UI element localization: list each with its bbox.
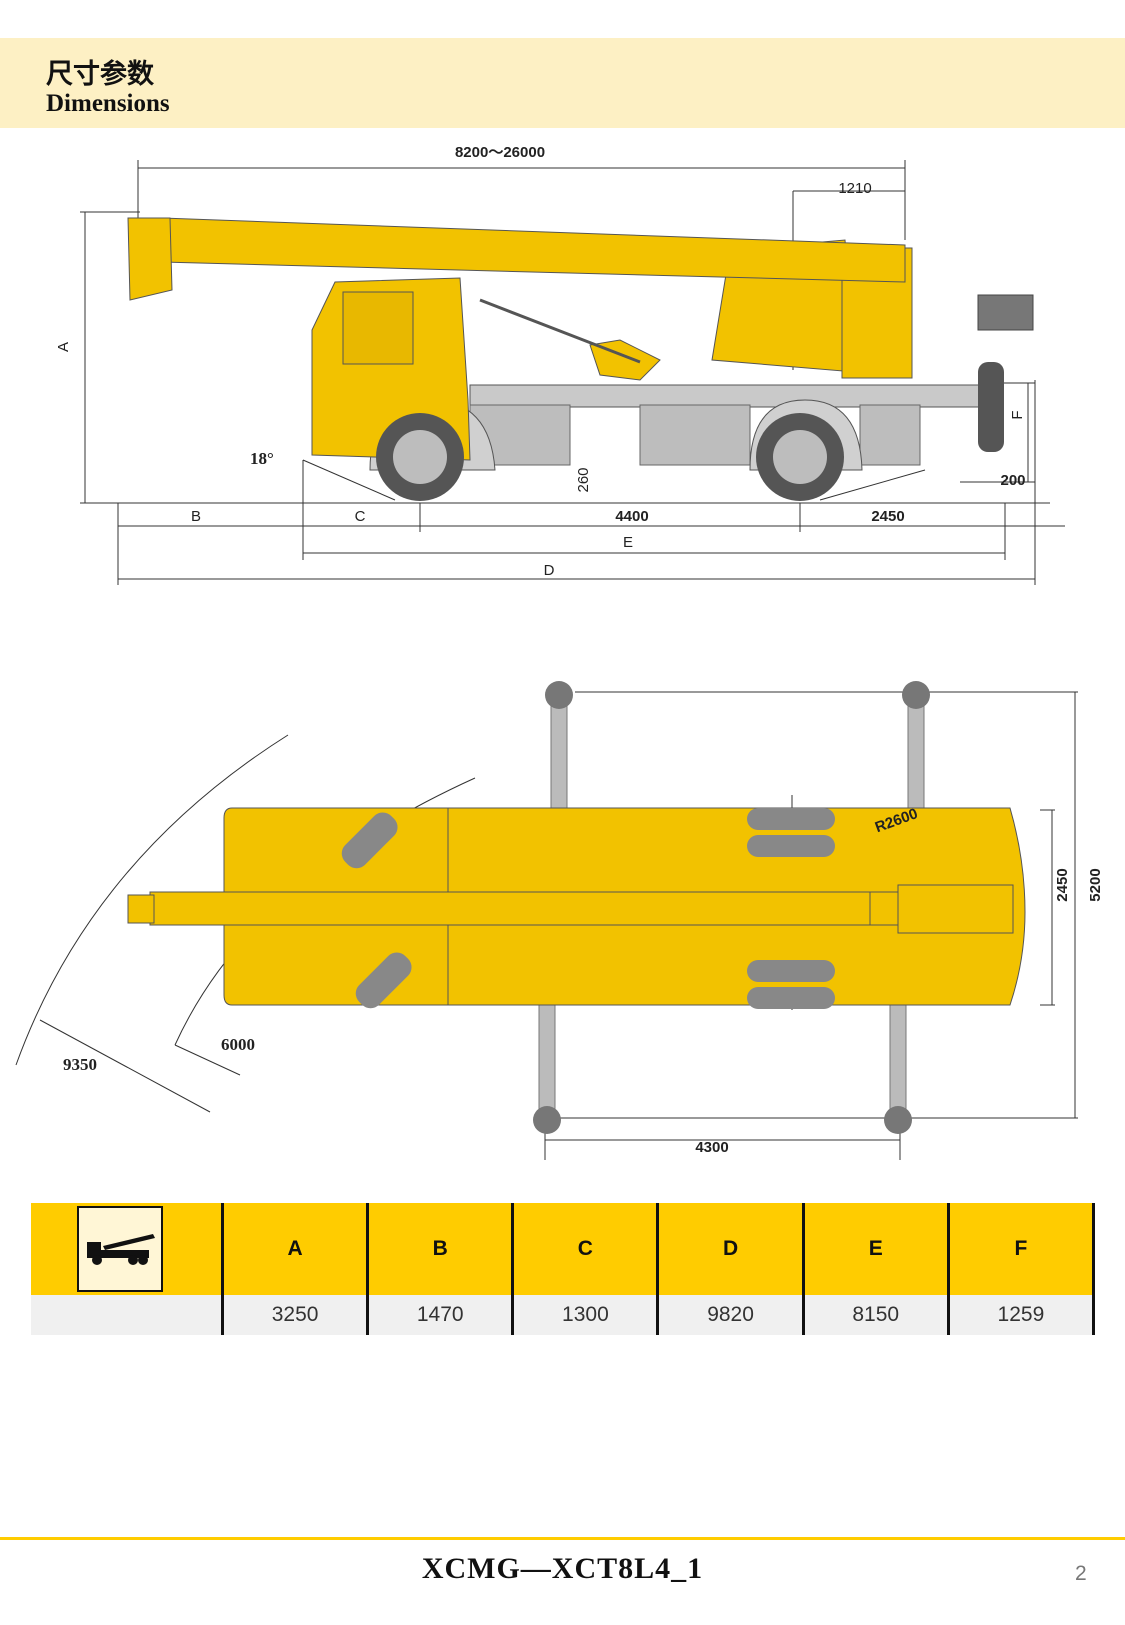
rear-clear-label: 200 xyxy=(1000,472,1025,489)
dim-c-label: C xyxy=(355,508,366,525)
value-f: 1259 xyxy=(948,1295,1096,1335)
dim-f-label: F xyxy=(1009,410,1026,419)
header-b: B xyxy=(367,1203,515,1295)
header-c: C xyxy=(512,1203,660,1295)
boom-length-label: 8200～26000 xyxy=(455,144,545,161)
rear-overhang-label: 1210 xyxy=(838,180,871,197)
value-d: 9820 xyxy=(657,1295,805,1335)
approach-angle-label: 18° xyxy=(250,449,274,468)
dim-d-label: D xyxy=(544,562,555,579)
value-b: 1470 xyxy=(367,1295,515,1335)
page-title-en: Dimensions xyxy=(46,90,170,117)
header-d: D xyxy=(657,1203,805,1295)
table-header-row: A B C D E F xyxy=(31,1203,1096,1295)
footer-divider xyxy=(0,1537,1125,1540)
wheelbase-label: 4400 xyxy=(615,508,648,525)
crane-truck-icon xyxy=(77,1206,163,1292)
radius-inner-label: 6000 xyxy=(221,1035,255,1054)
crane-truck-side xyxy=(127,217,1034,501)
footer-model: XCMG—XCT8L4_1 xyxy=(421,1552,704,1585)
page-number: 2 xyxy=(1075,1562,1087,1585)
dim-b-label: B xyxy=(191,508,201,525)
header-f: F xyxy=(948,1203,1096,1295)
dim-a-label: A xyxy=(55,342,72,352)
side-view-drawing: 8200～26000 1210 A B C 4400 2450 E D 18° … xyxy=(55,144,1065,585)
dim-e-label: E xyxy=(623,534,633,551)
table-value-row: 3250 1470 1300 9820 8150 1259 xyxy=(31,1295,1096,1335)
radius-outer-label: 9350 xyxy=(63,1055,97,1074)
outrigger-length-label: 4300 xyxy=(695,1139,728,1156)
header-band xyxy=(0,38,1125,128)
ground-clearance-label: 260 xyxy=(575,467,592,492)
header-a: A xyxy=(222,1203,370,1295)
crane-truck-top xyxy=(127,681,1026,1134)
header-e: E xyxy=(803,1203,950,1295)
table-icon-cell xyxy=(31,1203,224,1295)
rear-axle-label: 2450 xyxy=(871,508,904,525)
dimensions-table: A B C D E F 3250 1470 1300 9820 8150 125… xyxy=(31,1203,1096,1335)
value-e: 8150 xyxy=(803,1295,950,1335)
outrigger-span-label: 5200 xyxy=(1087,868,1104,901)
value-a: 3250 xyxy=(222,1295,370,1335)
track-label: 2450 xyxy=(1054,868,1071,901)
value-c: 1300 xyxy=(512,1295,660,1335)
value-icon-cell xyxy=(31,1295,224,1335)
page-title-cn: 尺寸参数 xyxy=(46,59,154,90)
top-view-drawing: R2600 2450 5200 4300 9350 6000 xyxy=(15,681,1104,1160)
